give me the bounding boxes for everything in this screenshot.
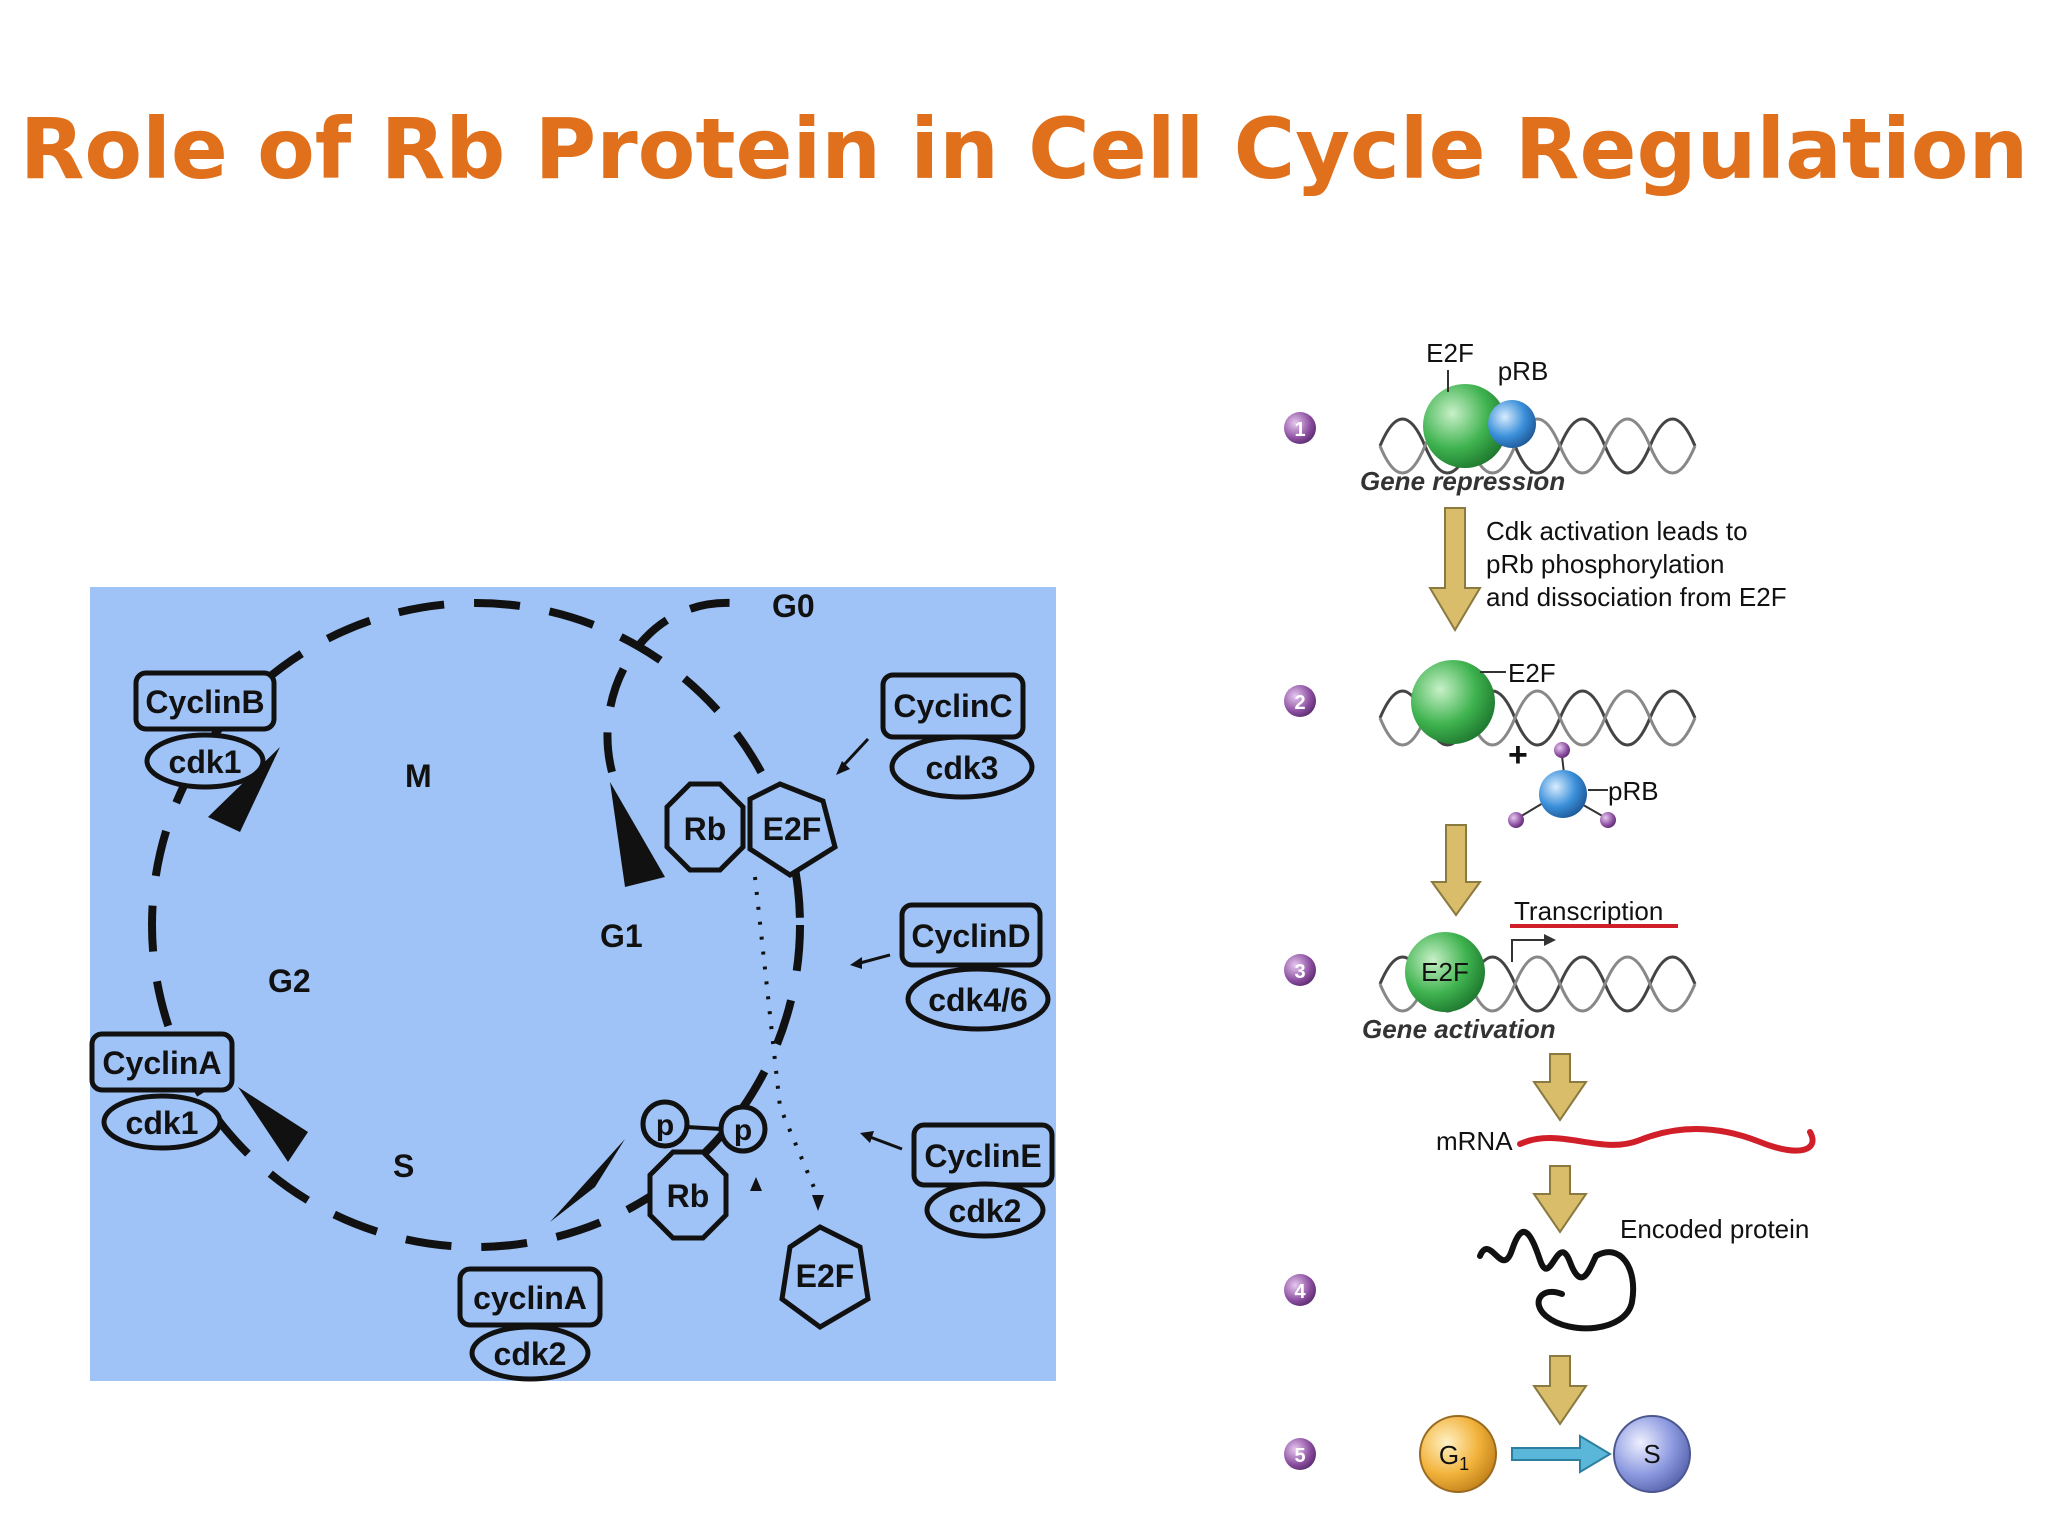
- step-bullet-1: 1: [1284, 412, 1316, 444]
- encoded-protein-squiggle: [1477, 1228, 1637, 1332]
- rb-pathway-diagram: 1 2 3 4 5 E2F pRB Gene repression Cdk ac…: [1284, 338, 1816, 1493]
- g1-label: G1: [1439, 1440, 1469, 1474]
- cdk2-label-bottom: cdk2: [494, 1336, 567, 1372]
- arrow-note-line-2: pRb phosphorylation: [1486, 549, 1725, 579]
- cdk46-label: cdk4/6: [928, 982, 1028, 1018]
- cyclind-label: CyclinD: [911, 918, 1030, 954]
- phase-g2: G2: [268, 963, 311, 999]
- phospho-2: p: [734, 1114, 752, 1147]
- cyclina-label-bottom: cyclinA: [473, 1280, 587, 1316]
- arrowhead-g2: [238, 1087, 308, 1162]
- arrow-note-line-1: Cdk activation leads to: [1486, 516, 1748, 546]
- step-number-2: 2: [1294, 692, 1305, 714]
- rb-label-bottom: Rb: [667, 1178, 710, 1214]
- s-phase-ball: [1613, 1415, 1691, 1493]
- arrowhead-s: [550, 1139, 625, 1222]
- cell-cycle-diagram: G0 M G1 G2 S CyclinB cdk1 CyclinA cdk1 c…: [89, 587, 1056, 1382]
- g1-phase-ball: [1419, 1415, 1497, 1493]
- e2f-label-3: E2F: [1421, 957, 1469, 987]
- step-bullet-5: 5: [1284, 1438, 1316, 1470]
- cdk1-label-a: cdk1: [126, 1105, 199, 1141]
- rb-octagon-bottom: [647, 1149, 729, 1241]
- cdk2-label-e: cdk2: [949, 1193, 1022, 1229]
- flow-arrow-3: [1532, 1053, 1588, 1122]
- prb-ball-2: [1539, 770, 1587, 818]
- e2f-label-2: E2F: [1508, 658, 1556, 688]
- g1-subscript: 1: [1459, 1454, 1469, 1474]
- prb-ball-1: [1488, 400, 1536, 448]
- gene-repression-caption: Gene repression: [1360, 466, 1565, 496]
- arrow-note-line-3: and dissociation from E2F: [1486, 582, 1787, 612]
- phase-s: S: [393, 1148, 414, 1184]
- prb-label-2: pRB: [1608, 776, 1659, 806]
- step-bullet-3: 3: [1284, 954, 1316, 986]
- e2f-label-bottom: E2F: [796, 1258, 855, 1294]
- flow-arrow-5: [1532, 1355, 1588, 1426]
- e2f-pentagon-bottom: [779, 1224, 871, 1330]
- e2f-label-top: E2F: [763, 811, 822, 847]
- dissociation-path: [753, 876, 820, 1198]
- encoded-protein-label: Encoded protein: [1620, 1214, 1809, 1244]
- e2f-ball-1: [1423, 384, 1507, 468]
- step-number-5: 5: [1294, 1445, 1305, 1467]
- rb-label-top: Rb: [684, 811, 727, 847]
- s-label: S: [1643, 1439, 1660, 1469]
- g1-to-s-arrow: [1511, 1434, 1612, 1474]
- e2f-ball-2: [1411, 660, 1495, 744]
- cyclind-cdk46-complex: CyclinD cdk4/6: [850, 902, 1051, 1032]
- arrowhead-g1: [610, 782, 665, 887]
- gene-activation-caption: Gene activation: [1362, 1014, 1556, 1044]
- step-number-3: 3: [1294, 961, 1305, 983]
- cyclinb-label: CyclinB: [145, 684, 264, 720]
- cyclina-cdk1-complex: CyclinA cdk1: [89, 1031, 235, 1151]
- phase-g1: G1: [600, 918, 643, 954]
- rb-e2f-complex: Rb E2F: [664, 781, 838, 878]
- step-number-1: 1: [1294, 419, 1305, 441]
- cycline-label: CyclinE: [924, 1138, 1041, 1174]
- cyclina-label-left: CyclinA: [102, 1045, 221, 1081]
- g0-loop: [603, 599, 751, 773]
- cyclinc-label: CyclinC: [893, 688, 1012, 724]
- e2f-label-1: E2F: [1426, 338, 1474, 368]
- mrna-strand: [1517, 1126, 1816, 1154]
- plus-sign: +: [1508, 736, 1528, 774]
- prb-label-1: pRB: [1498, 356, 1549, 386]
- e2f-ball-3: [1405, 932, 1485, 1012]
- free-e2f: E2F: [779, 1224, 871, 1330]
- g1-letter: G: [1439, 1440, 1459, 1470]
- cdk3-label: cdk3: [926, 750, 999, 786]
- phospho-1: p: [656, 1109, 674, 1142]
- step-bullet-2: 2: [1284, 685, 1316, 717]
- flow-arrow-4: [1532, 1165, 1588, 1234]
- cdk1-label-b: cdk1: [169, 744, 242, 780]
- phospho-rb: Rb p p: [640, 1099, 768, 1241]
- rb-octagon: [664, 781, 746, 873]
- flow-arrow-2: [1430, 824, 1482, 917]
- step-bullet-4: 4: [1284, 1274, 1316, 1306]
- flow-arrow-1: [1428, 507, 1482, 632]
- e2f-pentagon-top: [747, 781, 838, 878]
- transcription-label: Transcription: [1514, 896, 1663, 926]
- cyclina-cdk2-complex: cyclinA cdk2: [457, 1266, 603, 1382]
- cyclinE-cdk2-complex: CyclinE cdk2: [860, 1122, 1055, 1239]
- cycle-ring: [148, 599, 804, 1251]
- phase-g0: G0: [772, 588, 815, 624]
- cyclinc-cdk3-complex: CyclinC cdk3: [836, 672, 1035, 800]
- cyclinb-cdk1-complex: CyclinB cdk1: [133, 670, 277, 790]
- mrna-label: mRNA: [1436, 1126, 1513, 1156]
- slide-title: Role of Rb Protein in Cell Cycle Regulat…: [19, 100, 2029, 198]
- step-number-4: 4: [1294, 1281, 1306, 1303]
- phase-m: M: [405, 758, 432, 794]
